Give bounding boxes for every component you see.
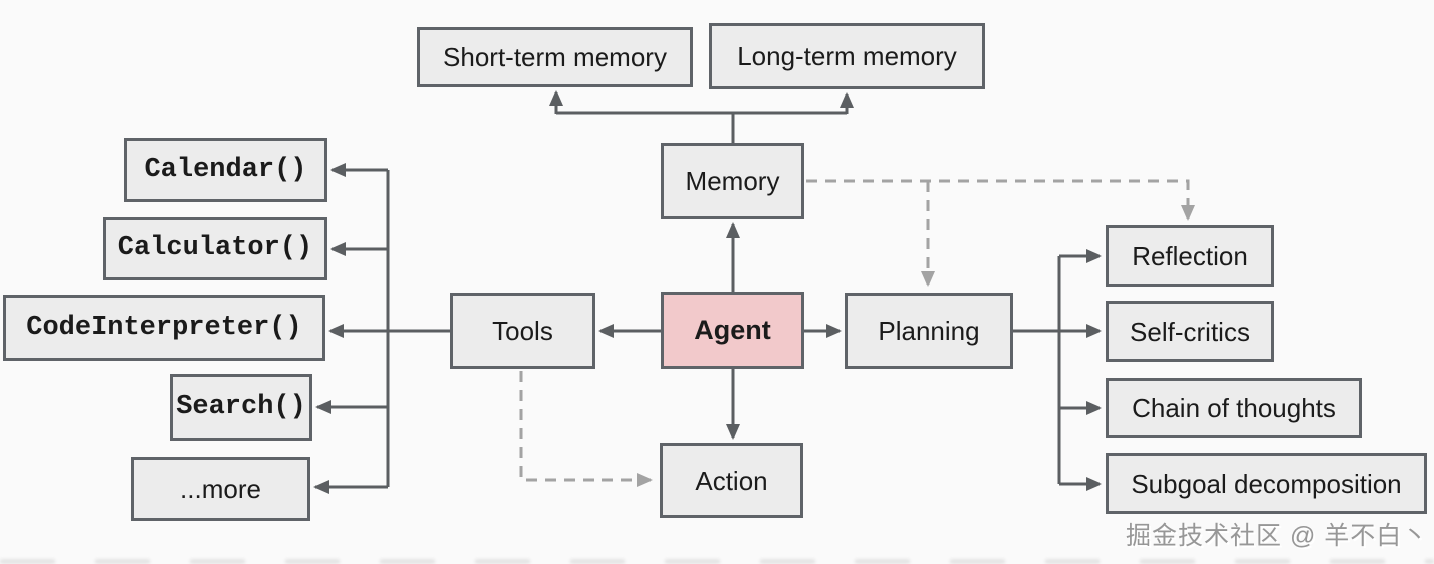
cropped-content-artifact [0, 559, 1434, 564]
node-label: Long-term memory [737, 41, 957, 71]
node-label: Tools [492, 316, 553, 346]
node-tools: Tools [450, 293, 595, 369]
node-label: Memory [685, 166, 780, 196]
node-label: Search() [176, 392, 306, 422]
node-label: Subgoal decomposition [1131, 468, 1402, 499]
edge-memory-to-reflection-dashed [806, 179, 1195, 221]
node-action: Action [660, 443, 803, 518]
node-more-tools: ...more [131, 457, 310, 521]
node-label: Action [695, 465, 768, 496]
node-label: Self-critics [1130, 316, 1250, 347]
node-planning: Planning [845, 293, 1013, 369]
node-agent: Agent [661, 292, 804, 369]
node-label: Reflection [1132, 241, 1248, 271]
node-label: Calculator() [117, 233, 313, 263]
node-reflection: Reflection [1106, 225, 1274, 287]
node-label: Short-term memory [443, 42, 667, 72]
node-memory: Memory [661, 143, 804, 219]
node-label: Agent [694, 315, 771, 345]
edge-tools-to-action-dashed [519, 371, 653, 487]
node-self-critics: Self-critics [1106, 301, 1274, 362]
node-chain-of-thoughts: Chain of thoughts [1106, 378, 1362, 438]
node-label: Planning [878, 316, 980, 346]
node-label: Chain of thoughts [1132, 393, 1336, 423]
edge-memory-fork [556, 111, 847, 143]
node-short-term-memory: Short-term memory [417, 27, 693, 87]
edge-planning-branch [1013, 256, 1061, 484]
node-subgoal-decomposition: Subgoal decomposition [1106, 453, 1427, 514]
node-search-tool: Search() [170, 374, 312, 441]
node-long-term-memory: Long-term memory [709, 23, 985, 89]
watermark: 掘金技术社区 @ 羊不白丶 [1126, 522, 1429, 550]
node-label: ...more [180, 474, 261, 504]
node-calendar-tool: Calendar() [124, 138, 327, 202]
node-calculator-tool: Calculator() [103, 217, 327, 280]
node-code-interpreter-tool: CodeInterpreter() [3, 295, 325, 361]
node-label: CodeInterpreter() [26, 312, 302, 343]
node-label: Calendar() [144, 154, 307, 185]
